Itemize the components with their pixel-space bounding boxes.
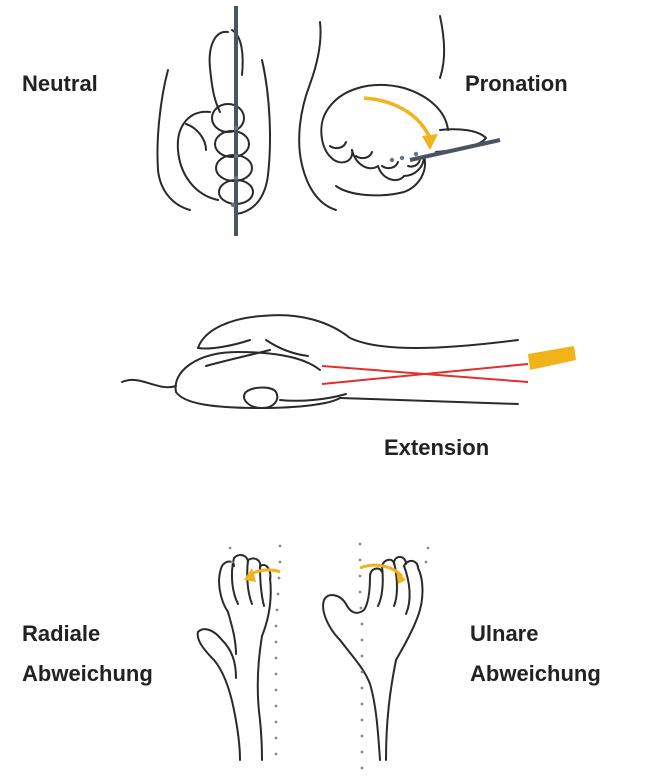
pronation-arrow-head xyxy=(422,134,438,150)
radial-deviation-hand-illustration xyxy=(198,555,271,760)
pronation-axis-line xyxy=(410,140,500,160)
extension-hand-illustration xyxy=(122,315,518,408)
label-radial-line1: Radiale xyxy=(22,614,153,654)
extension-angle-lines xyxy=(322,364,528,384)
label-ulnar-deviation: Ulnare Abweichung xyxy=(470,614,601,694)
ulnar-deviation-hand-illustration xyxy=(323,557,422,760)
label-neutral: Neutral xyxy=(22,64,98,104)
label-radial-deviation: Radiale Abweichung xyxy=(22,614,153,694)
pronation-fist-illustration xyxy=(299,16,486,210)
extension-highlight-bar xyxy=(528,346,576,370)
pronation-rotation-arrow xyxy=(364,98,430,138)
label-radial-line2: Abweichung xyxy=(22,654,153,694)
label-ulnar-line2: Abweichung xyxy=(470,654,601,694)
label-pronation: Pronation xyxy=(465,64,568,104)
neutral-fist-illustration xyxy=(157,30,270,214)
radial-arrow-head xyxy=(244,568,256,582)
label-ulnar-line1: Ulnare xyxy=(470,614,601,654)
label-extension: Extension xyxy=(384,428,489,468)
